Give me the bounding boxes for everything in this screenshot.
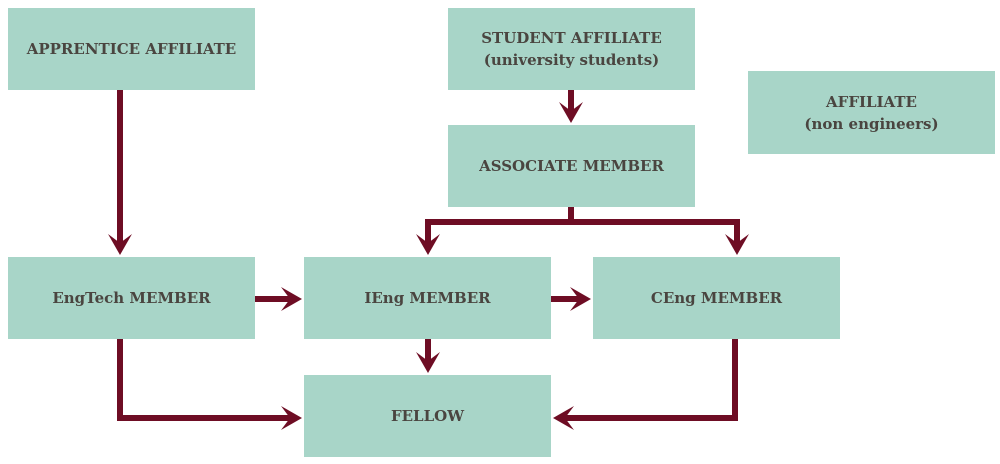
arrowhead xyxy=(559,102,583,123)
node-affiliate: AFFILIATE (non engineers) xyxy=(748,71,995,154)
node-sublabel: (non engineers) xyxy=(804,114,939,133)
node-label: FELLOW xyxy=(390,407,465,425)
node-label: ASSOCIATE MEMBER xyxy=(479,157,664,175)
arrow-engtech-member-to-fellow xyxy=(117,336,302,430)
arrowhead xyxy=(108,234,132,255)
node-label: IEng MEMBER xyxy=(364,289,491,307)
arrowhead xyxy=(281,406,302,430)
arrow-ceng-member-to-fellow xyxy=(553,336,738,430)
arrow-line xyxy=(568,204,740,246)
arrow-apprentice-affiliate-to-engtech-member xyxy=(108,87,132,255)
arrowhead xyxy=(281,287,302,311)
arrow-line xyxy=(425,204,574,246)
node-apprentice-affiliate: APPRENTICE AFFILIATE xyxy=(8,8,255,90)
node-label: CEng MEMBER xyxy=(650,289,783,307)
node-student-affiliate: STUDENT AFFILIATE (university students) xyxy=(448,8,695,90)
arrowhead xyxy=(553,406,574,430)
node-label: APPRENTICE AFFILIATE xyxy=(26,40,237,58)
node-label: AFFILIATE xyxy=(826,92,917,111)
arrow-ieng-member-to-fellow xyxy=(416,336,440,373)
node-ceng-member: CEng MEMBER xyxy=(593,257,840,339)
arrowhead xyxy=(416,234,440,255)
arrow-student-affiliate-to-associate-member xyxy=(559,87,583,123)
arrow-engtech-member-to-ieng-member xyxy=(252,287,302,311)
arrowhead xyxy=(570,287,591,311)
arrow-line xyxy=(117,336,293,421)
node-label: STUDENT AFFILIATE xyxy=(481,29,662,47)
arrow-line xyxy=(562,336,738,421)
arrowhead xyxy=(416,352,440,373)
node-engtech-member: EngTech MEMBER xyxy=(8,257,255,339)
arrowhead xyxy=(725,234,749,255)
node-label: EngTech MEMBER xyxy=(52,289,211,307)
arrow-ieng-member-to-ceng-member xyxy=(548,287,591,311)
arrow-associate-member-to-ieng-member xyxy=(416,204,574,255)
node-ieng-member: IEng MEMBER xyxy=(304,257,551,339)
arrow-associate-member-to-ceng-member xyxy=(568,204,749,255)
node-associate-member: ASSOCIATE MEMBER xyxy=(448,125,695,207)
node-fellow: FELLOW xyxy=(304,375,551,457)
node-sublabel: (university students) xyxy=(483,51,660,69)
